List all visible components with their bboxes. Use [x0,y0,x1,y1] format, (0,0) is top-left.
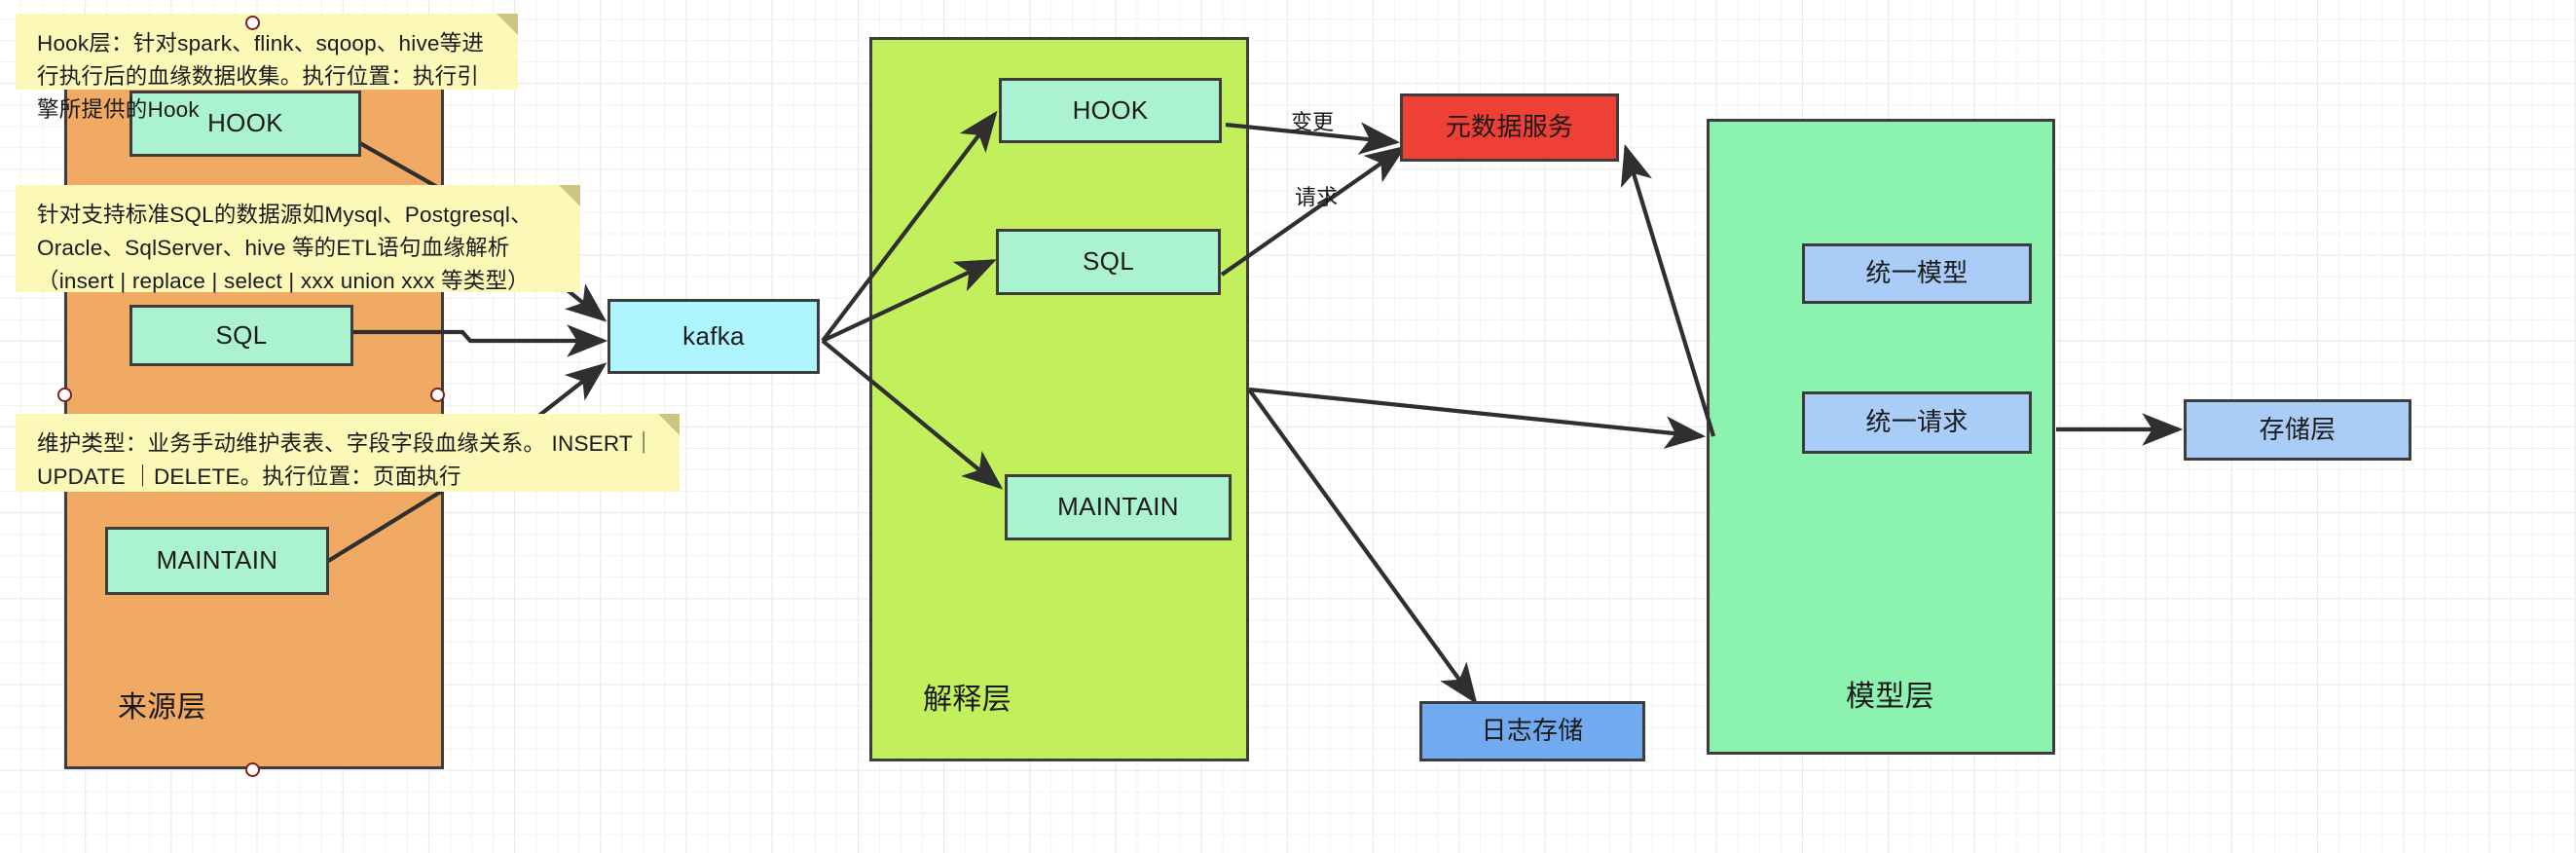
edge-model-to-metadata [1620,143,1716,437]
node-int-sql[interactable]: SQL [996,229,1221,295]
interpret-layer-container[interactable]: 解释层 [869,37,1249,761]
node-int-sql-label: SQL [1083,246,1134,277]
node-int-maintain-label: MAINTAIN [1057,492,1179,522]
interpret-layer-label: 解释层 [923,684,1012,716]
node-src-hook[interactable]: HOOK [129,91,361,157]
node-src-sql-label: SQL [215,319,268,350]
source-layer-label: 来源层 [118,691,206,723]
node-src-maintain[interactable]: MAINTAIN [105,527,329,595]
node-src-hook-label: HOOK [207,108,283,138]
node-unified-model-label: 统一模型 [1865,258,1969,288]
node-storage-layer[interactable]: 存储层 [2184,399,2411,461]
note-fold-icon [497,14,518,35]
note-sql-text: 针对支持标准SQL的数据源如Mysql、Postgresql、Oracle、Sq… [37,203,533,294]
node-int-maintain[interactable]: MAINTAIN [1005,474,1232,540]
model-layer-label: 模型层 [1846,681,1934,713]
node-unified-request-label: 统一请求 [1865,407,1969,437]
node-metadata-service-label: 元数据服务 [1445,112,1574,142]
edge-interpret-to-model [1248,387,1707,449]
note-sql[interactable]: 针对支持标准SQL的数据源如Mysql、Postgresql、Oracle、Sq… [16,185,580,294]
selection-handle-top[interactable] [245,16,260,30]
node-kafka-label: kafka [682,320,745,351]
selection-handle-left[interactable] [57,388,72,402]
note-fold-icon [658,414,680,435]
node-unified-request[interactable]: 统一请求 [1802,391,2032,454]
note-maintain-text: 维护类型：业务手动维护表表、字段字段血缘关系。 INSERT｜UPDATE ｜D… [37,431,655,490]
edge-interpret-to-log-storage [1247,388,1478,705]
node-log-storage[interactable]: 日志存储 [1419,701,1645,761]
note-maintain[interactable]: 维护类型：业务手动维护表表、字段字段血缘关系。 INSERT｜UPDATE ｜D… [16,414,680,492]
edge-label-request: 请求 [1295,185,1339,209]
node-log-storage-label: 日志存储 [1481,716,1584,746]
node-unified-model[interactable]: 统一模型 [1802,243,2032,304]
node-int-hook[interactable]: HOOK [999,78,1222,143]
node-kafka[interactable]: kafka [607,299,820,374]
edge-label-change: 变更 [1291,110,1335,134]
selection-handle-right[interactable] [430,388,445,402]
note-hook[interactable]: Hook层：针对spark、flink、sqoop、hive等进行执行后的血缘数… [16,14,518,122]
note-fold-icon [559,185,580,206]
node-src-maintain-label: MAINTAIN [156,545,278,575]
node-int-hook-label: HOOK [1072,94,1149,125]
node-metadata-service[interactable]: 元数据服务 [1400,93,1619,162]
selection-handle-bottom[interactable] [245,762,260,777]
node-src-sql[interactable]: SQL [129,305,353,366]
node-storage-layer-label: 存储层 [2259,414,2337,444]
note-hook-text: Hook层：针对spark、flink、sqoop、hive等进行执行后的血缘数… [37,31,485,123]
